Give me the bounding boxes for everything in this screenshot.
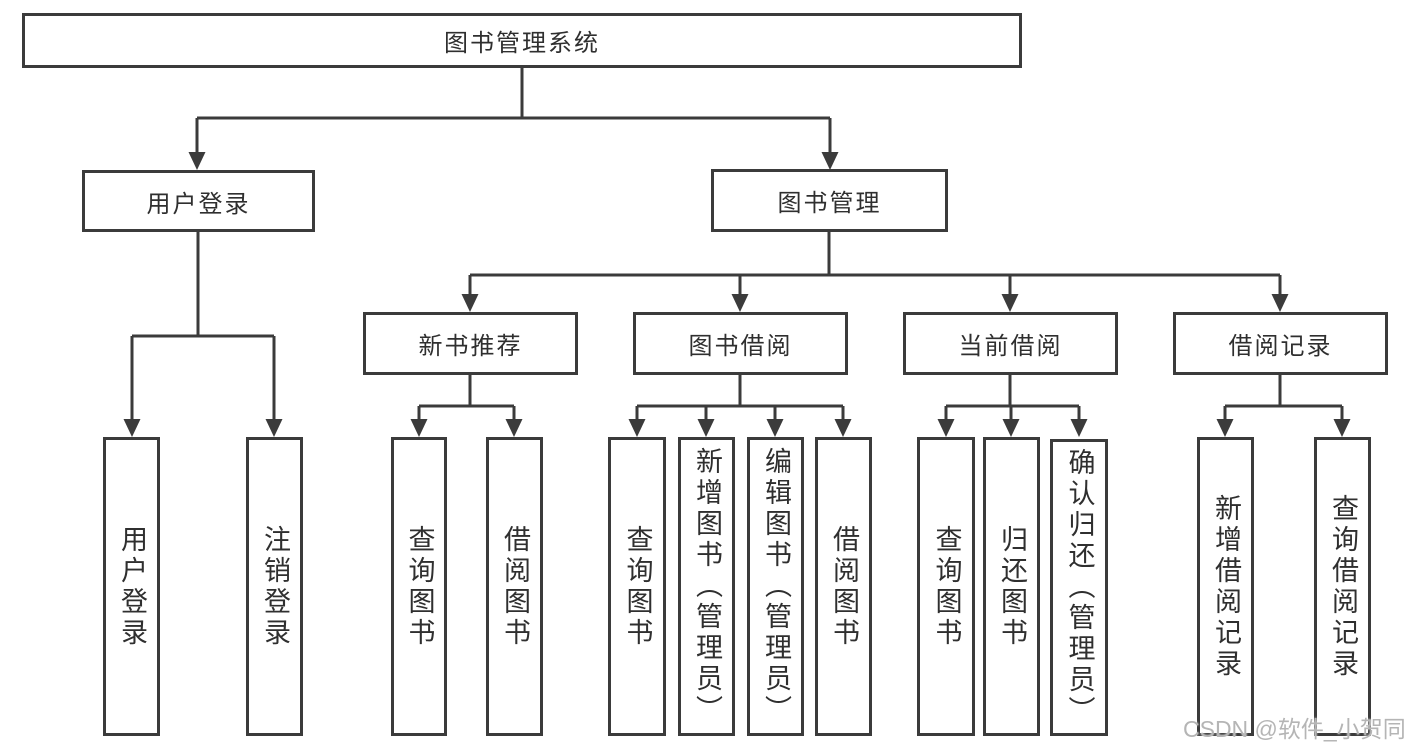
arrowhead [697,419,715,437]
node-label: 查询图书 [404,524,435,649]
arrowhead [410,419,428,437]
connector-path [195,68,832,154]
node-label: 图书管理 [777,190,882,217]
connector-path [417,375,516,421]
node-book-borrow: 图书借阅 [633,312,848,375]
leaf-add-books-admin: 新增图书（管理员） [678,437,735,736]
node-book-management: 图书管理 [711,169,948,232]
node-label: 查询借阅记录 [1328,493,1358,680]
node-label: 当前借阅 [958,333,1063,360]
arrowhead [1070,419,1088,437]
node-label: 图书借阅 [688,333,793,360]
node-label: 新增借阅记录 [1211,493,1241,680]
arrowhead [123,419,141,437]
arrowhead [461,294,479,312]
node-label: 确认归还（管理员） [1064,448,1095,727]
node-label: 查询图书 [622,524,653,649]
arrowhead [731,294,749,312]
connector-path [468,232,1282,296]
leaf-return-books: 归还图书 [983,437,1040,736]
node-label: 用户登录 [117,524,147,649]
arrowhead [1271,294,1289,312]
node-current-borrow: 当前借阅 [903,312,1118,375]
arrowhead [821,152,839,170]
node-label: 新书推荐 [418,333,523,360]
connector-path [635,375,845,421]
connector-path [944,375,1081,421]
leaf-query-books: 查询图书 [917,437,975,736]
leaf-query-books: 查询图书 [608,437,666,736]
arrowhead [1216,419,1234,437]
node-label: 图书管理系统 [444,30,600,57]
leaf-add-borrow-record: 新增借阅记录 [1197,437,1254,736]
arrowhead [834,419,852,437]
arrowhead [505,419,523,437]
node-label: 查询图书 [931,524,962,649]
node-label: 借阅记录 [1228,333,1333,360]
arrowhead [766,419,784,437]
arrowhead [188,152,206,170]
leaf-user-login: 用户登录 [103,437,160,736]
node-new-book-recommend: 新书推荐 [363,312,578,375]
leaf-borrow-books: 借阅图书 [486,437,543,736]
node-root: 图书管理系统 [22,13,1022,68]
arrowhead [1002,419,1020,437]
node-label: 新增图书（管理员） [692,447,722,726]
arrowhead [265,419,283,437]
arrowhead [628,419,646,437]
leaf-confirm-return-admin: 确认归还（管理员） [1050,439,1108,736]
leaf-query-borrow-record: 查询借阅记录 [1314,437,1371,736]
node-label: 编辑图书（管理员） [761,447,791,726]
leaf-query-books: 查询图书 [391,437,447,736]
arrowhead [937,419,955,437]
connector-path [1223,375,1344,421]
arrowhead [1001,294,1019,312]
node-label: 借阅图书 [500,524,530,649]
node-user-login: 用户登录 [82,170,315,232]
node-borrow-records: 借阅记录 [1173,312,1388,375]
node-label: 归还图书 [997,524,1027,649]
csdn-watermark: CSDN @软件_小贺同学 [1183,716,1405,742]
node-label: 借阅图书 [829,524,859,649]
leaf-logout: 注销登录 [246,437,303,736]
leaf-borrow-books: 借阅图书 [815,437,872,736]
arrowhead [1333,419,1351,437]
leaf-edit-books-admin: 编辑图书（管理员） [747,437,804,736]
node-label: 注销登录 [260,524,290,649]
connector-path [130,232,276,421]
node-label: 用户登录 [146,190,251,218]
